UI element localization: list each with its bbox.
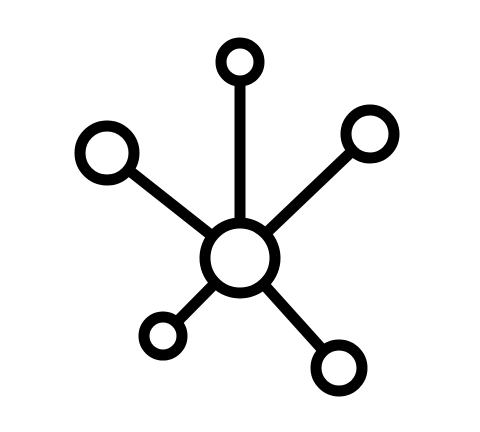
node-top	[215, 37, 265, 87]
node-lower-right	[310, 339, 368, 397]
node-lower-left	[138, 311, 188, 361]
node-upper-right	[340, 104, 400, 164]
nodes	[74, 37, 400, 397]
node-upper-left	[74, 120, 140, 186]
hub-node	[199, 217, 281, 299]
